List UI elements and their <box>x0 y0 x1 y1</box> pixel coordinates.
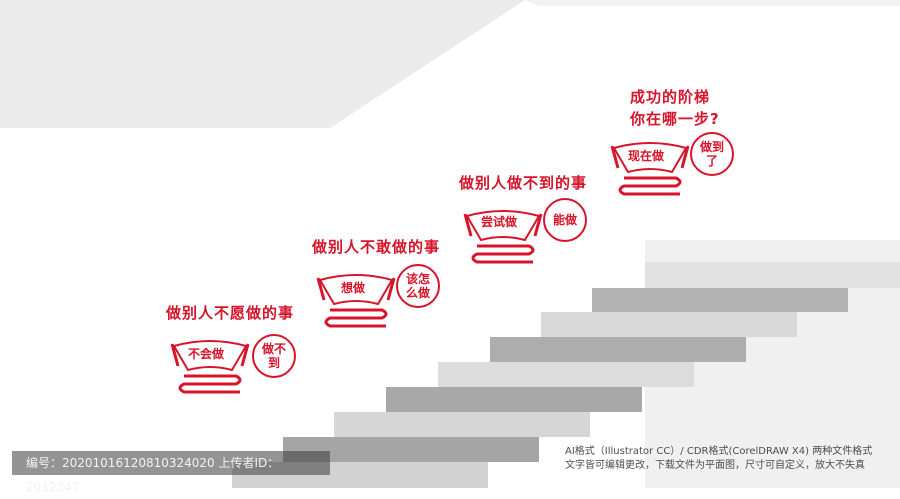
stair-step <box>334 412 590 437</box>
stair-step <box>386 387 642 412</box>
format-note: AI格式（Illustrator CC）/ CDR格式(CorelDRAW X4… <box>565 446 873 457</box>
asset-id-bar: 编号：20201016120810324020 上传者ID：2012347 <box>12 451 330 494</box>
stage-2-fan-icon <box>316 274 396 328</box>
ceiling-shadow <box>0 0 525 128</box>
stair-step <box>438 362 694 387</box>
background-graphic <box>0 0 900 488</box>
stage-2-fan-label: 想做 <box>341 281 366 295</box>
stage-1-fan-icon <box>170 340 250 394</box>
stage-3-circle-text: 能做 <box>552 213 577 227</box>
stage-1-circle-badge: 做不到 <box>252 334 296 378</box>
stage-3-fan-label: 尝试做 <box>481 215 518 229</box>
top-heading-line1: 成功的阶梯 <box>630 88 711 106</box>
stage-3-circle-badge: 能做 <box>543 198 587 242</box>
stage-2-circle-badge: 该怎么做 <box>396 264 440 308</box>
stage-2-heading: 做别人不敢做的事 <box>312 238 441 256</box>
top-fan-label: 现在做 <box>628 149 665 163</box>
top-heading-line2: 你在哪一步? <box>630 110 720 128</box>
staircase <box>232 240 900 488</box>
stage-1-heading: 做别人不愿做的事 <box>166 304 295 322</box>
top-circle-badge: 做到了 <box>690 132 734 176</box>
stair-step <box>541 312 797 337</box>
edit-note: 文字皆可编辑更改，下载文件为平面图，尺寸可自定义，放大不失真 <box>565 460 865 471</box>
stage-3-heading: 做别人做不到的事 <box>459 174 588 192</box>
stage-3-fan-icon <box>463 210 543 264</box>
stair-step <box>490 337 746 362</box>
ceiling-edge <box>525 0 900 6</box>
top-fan-icon <box>610 142 690 196</box>
stair-step <box>592 288 848 312</box>
stage-2-circle-text: 该怎么做 <box>405 272 430 300</box>
stage-1-circle-text: 做不到 <box>261 342 286 370</box>
stage-1-fan-label: 不会做 <box>188 347 225 361</box>
top-circle-text: 做到了 <box>699 140 724 168</box>
stair-step <box>645 262 900 288</box>
